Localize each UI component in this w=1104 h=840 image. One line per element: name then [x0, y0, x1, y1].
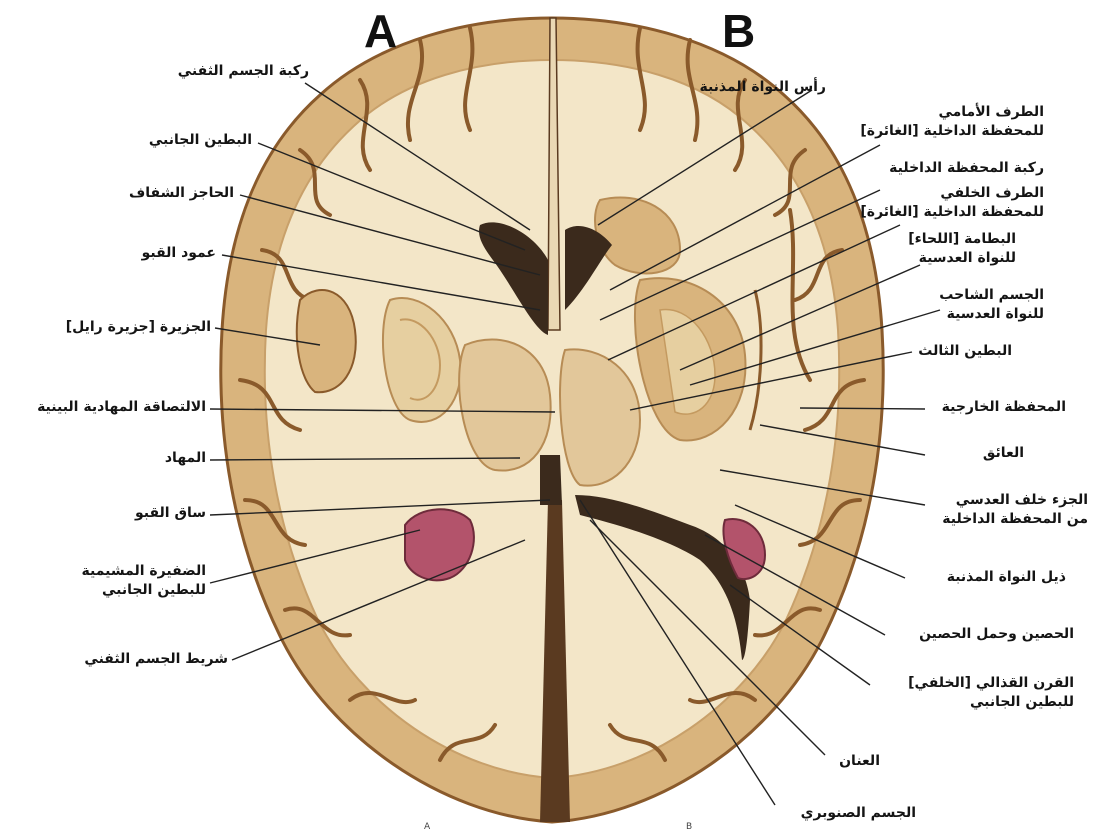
label-choroid-plexus-line1: الضفيرة المشيمية: [82, 562, 206, 581]
label-globus-pallidus-line2: للنواة العدسية: [939, 305, 1044, 324]
label-retrolentiform-line1: الجزء خلف العدسي: [942, 491, 1088, 510]
label-posterior-horn-line2: للبطين الجانبي: [908, 693, 1074, 712]
label-retrolentiform: الجزء خلف العدسي من المحفظة الداخلية: [942, 491, 1088, 529]
label-genu-corpus-callosum: ركبة الجسم الثفني: [178, 62, 309, 81]
label-choroid-plexus-line2: للبطين الجانبي: [82, 581, 206, 600]
label-column-of-fornix: عمود القبو: [142, 244, 216, 263]
label-globus-pallidus-line1: الجسم الشاحب: [939, 286, 1044, 305]
caption-b: B: [686, 822, 692, 832]
label-external-capsule: المحفظة الخارجية: [942, 398, 1066, 417]
label-tapetum: شريط الجسم الثفني: [84, 650, 228, 669]
label-insula: الجزيرة [جزيرة رايل]: [66, 318, 211, 337]
label-putamen: البطامة [اللحاء] للنواة العدسية: [908, 230, 1016, 268]
label-claustrum: العائق: [983, 444, 1024, 463]
label-anterior-limb: الطرف الأمامي للمحفظة الداخلية [الغائرة]: [860, 103, 1044, 141]
label-choroid-plexus: الضفيرة المشيمية للبطين الجانبي: [82, 562, 206, 600]
label-hippocampus: الحصين وحمل الحصين: [919, 625, 1074, 644]
label-third-ventricle: البطين الثالث: [918, 342, 1012, 361]
label-putamen-line2: للنواة العدسية: [908, 249, 1016, 268]
label-posterior-limb-line1: الطرف الخلفي: [860, 184, 1044, 203]
label-interthalamic-adhesion: الالتصاقة المهادية البينية: [37, 398, 206, 417]
label-posterior-limb-line2: للمحفظة الداخلية [الغائرة]: [860, 203, 1044, 222]
label-head-caudate: رأس النواة المذنبة: [699, 78, 826, 97]
label-anterior-limb-line1: الطرف الأمامي: [860, 103, 1044, 122]
caption-a: A: [424, 822, 430, 832]
panel-letter-b: B: [722, 8, 755, 54]
label-crus-of-fornix: ساق القبو: [135, 504, 206, 523]
label-genu-internal-capsule: ركبة المحفظة الداخلية: [889, 159, 1044, 178]
label-tail-caudate: ذيل النواة المذنبة: [947, 568, 1066, 587]
label-putamen-line1: البطامة [اللحاء]: [908, 230, 1016, 249]
label-pineal-body: الجسم الصنوبري: [801, 804, 916, 823]
label-posterior-limb: الطرف الخلفي للمحفظة الداخلية [الغائرة]: [860, 184, 1044, 222]
label-lateral-ventricle: البطين الجانبي: [149, 131, 252, 150]
panel-letter-a: A: [364, 8, 397, 54]
label-globus-pallidus: الجسم الشاحب للنواة العدسية: [939, 286, 1044, 324]
label-thalamus: المهاد: [165, 449, 206, 468]
label-anterior-limb-line2: للمحفظة الداخلية [الغائرة]: [860, 122, 1044, 141]
label-retrolentiform-line2: من المحفظة الداخلية: [942, 510, 1088, 529]
label-posterior-horn: القرن القذالي [الخلفي] للبطين الجانبي: [908, 674, 1074, 712]
label-septum-pellucidum: الحاجز الشفاف: [129, 184, 234, 203]
label-posterior-horn-line1: القرن القذالي [الخلفي]: [908, 674, 1074, 693]
label-habenula: العنان: [839, 752, 880, 771]
insula-left: [297, 290, 356, 392]
